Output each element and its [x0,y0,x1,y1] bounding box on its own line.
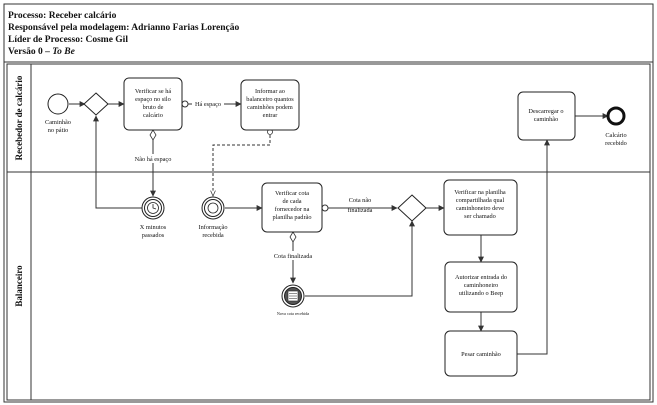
lane-label-bottom: Balanceiro [14,265,24,307]
label-quota-not-finished-1: Cota não [349,197,372,204]
svg-text:planilha padrão: planilha padrão [273,214,312,221]
svg-text:caminhões podem: caminhões podem [247,104,293,111]
start-event [47,93,69,115]
svg-text:espaço no silo: espaço no silo [135,96,171,103]
label-quota-finished: Cota finalizada [274,253,312,260]
message-event-label-2: recebida [202,232,224,239]
condition-marker [149,129,157,141]
svg-text:entrar: entrar [263,112,279,119]
svg-text:utilizando o Beep: utilizando o Beep [459,290,503,297]
svg-text:fornecedor na: fornecedor na [275,206,310,213]
pool [6,63,651,401]
header-modeler: Responsável pela modelagem: Adrianno Far… [8,23,240,33]
send-event-icon [281,284,305,308]
task-verify-space: Verificar se há espaço no silo bruto de … [123,77,183,131]
svg-text:Verificar na planilha: Verificar na planilha [454,189,506,196]
svg-text:de cada: de cada [282,198,301,205]
svg-text:Descarregar o: Descarregar o [528,108,563,115]
svg-text:caminhão: caminhão [534,116,558,123]
svg-text:bruto de: bruto de [143,104,164,111]
label-no-space: Não há espaço [135,156,172,163]
timer-event-label-2: passados [142,232,165,239]
task-weigh-truck: Pesar caminhão [444,330,518,377]
message-flow [213,130,271,196]
start-event-label-2: no pátio [48,127,68,134]
message-event-label-1: Informação [198,224,227,231]
end-event-label-2: recebido [605,140,627,147]
header-leader: Líder de Processo: Cosme Gil [8,35,128,45]
svg-text:compartilhada qual: compartilhada qual [456,197,505,204]
svg-text:ser chamado: ser chamado [464,213,496,220]
svg-text:balanceiro quantos: balanceiro quantos [246,96,294,103]
flow-send-gateway [305,220,415,297]
header-version: Versão 0 – To Be [8,47,76,57]
svg-text:calcário: calcário [143,112,163,119]
svg-text:Verificar cota: Verificar cota [275,190,309,197]
start-event-label-1: Caminhão [45,119,71,126]
task-verify-quota: Verificar cota de cada fornecedor na pla… [261,182,323,233]
label-has-space: Há espaço [195,101,221,108]
svg-text:Pesar caminhão: Pesar caminhão [461,351,501,358]
timer-event-icon [141,196,165,220]
svg-text:caminhoneiro deve: caminhoneiro deve [456,205,504,212]
flow-timer-loop [93,115,143,209]
flow-weigh-unload [517,139,550,355]
task-verify-sheet: Verificar na planilha compartilhada qual… [443,179,518,236]
label-quota-not-finished-2: finalizada [348,207,373,214]
task-unload-truck: Descarregar o caminhão [517,91,576,141]
lane-label-top: Recebedor de calcário [14,75,24,160]
end-event [606,106,626,126]
svg-text:Autorizar entrada do: Autorizar entrada do [455,274,507,281]
svg-text:Verificar se há: Verificar se há [135,88,172,95]
end-event-label-1: Calcário [605,132,626,139]
outer-frame [3,3,654,403]
svg-text:caminhoneiro: caminhoneiro [464,282,499,289]
task-authorize-entry: Autorizar entrada do caminhoneiro utiliz… [444,261,518,313]
task-inform-balanceiro: Informar ao balanceiro quantos caminhões… [240,79,300,131]
send-event-label: Nova cota recebida [277,311,309,316]
message-event-icon [201,196,225,220]
condition-marker [181,100,189,108]
exclusive-gateway-2 [397,194,427,222]
header-process: Processo: Receber calcário [8,11,117,21]
timer-event-label-1: X minutos [140,224,167,231]
exclusive-gateway-1 [83,92,109,116]
svg-text:Informar ao: Informar ao [255,88,285,95]
